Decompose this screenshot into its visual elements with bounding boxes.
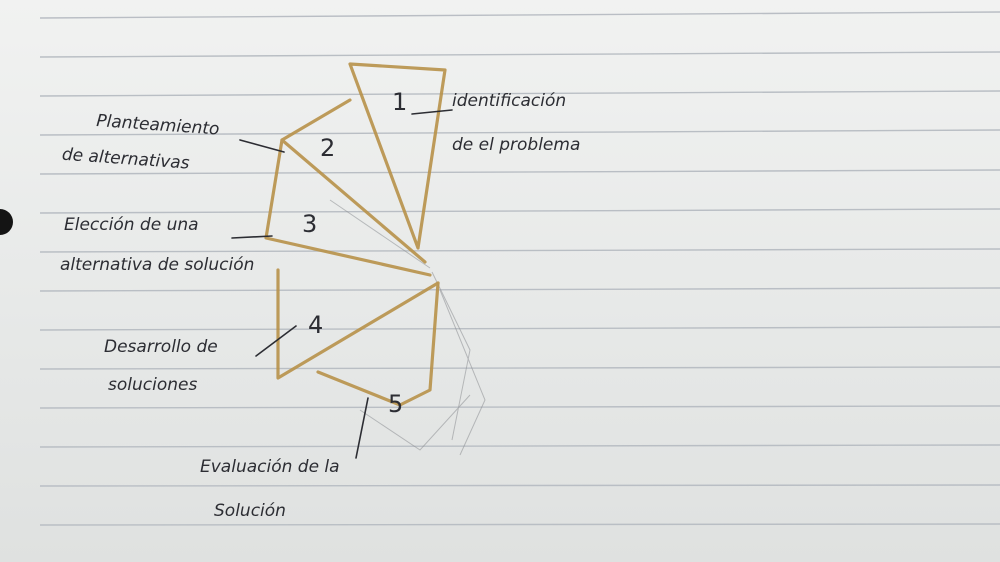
step-number-3: 3 (302, 210, 317, 238)
step-label-1-line-1: identificación (452, 91, 566, 111)
pencil-sketch (329, 199, 486, 456)
step-label-4-line-1: Desarrollo de (104, 337, 218, 357)
step-label-1-line-2: de el problema (452, 135, 580, 155)
step-label-1: identificación de el problema (452, 91, 580, 155)
sector-5 (316, 281, 440, 407)
step-label-2-line-2: de alternativas (61, 145, 190, 174)
step-number-5: 5 (388, 390, 403, 418)
sector-4 (276, 268, 440, 380)
ruled-lines (39, 11, 1000, 526)
step-label-5-line-2: Solución (214, 501, 286, 521)
leader-lines (231, 109, 453, 459)
step-label-3: Elección de una alternativa de solución (60, 215, 254, 275)
step-label-3-line-2: alternativa de solución (60, 255, 254, 275)
step-number-2: 2 (320, 134, 335, 162)
step-number-4: 4 (308, 311, 323, 339)
punch-hole (0, 209, 13, 235)
step-label-3-line-1: Elección de una (64, 215, 199, 235)
step-label-5: Evaluación de la Solución (200, 457, 345, 521)
step-label-4-line-2: soluciones (108, 375, 197, 395)
step-number-1: 1 (392, 88, 407, 116)
step-label-2: Planteamiento de alternativas (61, 109, 225, 176)
sector-1 (348, 62, 447, 250)
fan-sectors (264, 62, 447, 407)
step-label-5-line-1: Evaluación de la (200, 457, 340, 477)
step-label-4: Desarrollo de soluciones (104, 337, 223, 395)
sector-3 (264, 138, 432, 277)
